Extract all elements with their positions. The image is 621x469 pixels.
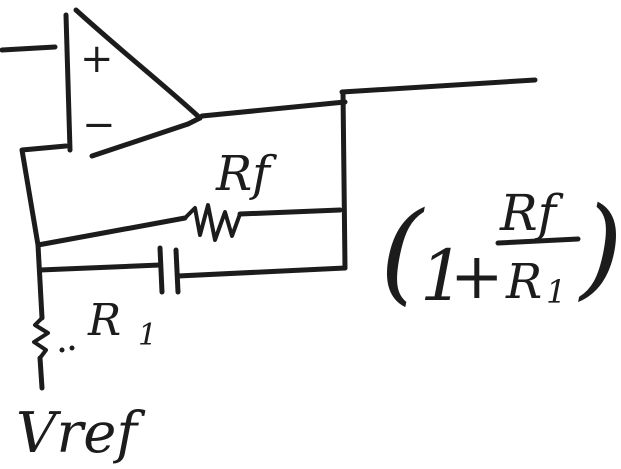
- capacitor-left-wire: [37, 262, 163, 273]
- left-node-wire: [35, 242, 45, 321]
- op-amp-symbol: [63, 7, 203, 159]
- formula-plus: +: [450, 240, 504, 314]
- input-resistor-symbol: [32, 316, 50, 360]
- formula-one: 1: [420, 235, 465, 317]
- feedback-right-wire: [237, 207, 343, 217]
- minus-terminal-label: −: [82, 102, 116, 148]
- inverting-input-wire: [19, 143, 69, 248]
- ink-dot: [69, 345, 75, 351]
- capacitor-plate-right: [173, 247, 181, 295]
- capacitor-right-wire: [175, 265, 348, 279]
- feedback-resistor-symbol: [183, 203, 242, 242]
- reference-voltage-label: Vref: [16, 401, 146, 466]
- ink-dot: [59, 347, 65, 353]
- output-node-vertical: [340, 89, 348, 271]
- gain-formula: ( 1 + Rf R 1 ): [380, 183, 621, 317]
- formula-fraction-bar: [495, 236, 581, 246]
- capacitor-plate-left: [157, 245, 165, 295]
- input-wire: [0, 44, 58, 53]
- feedback-resistor-label: Rf: [215, 146, 277, 202]
- input-resistor-subscript: 1: [138, 318, 157, 353]
- vref-wire: [37, 355, 45, 391]
- plus-terminal-label: +: [80, 36, 114, 82]
- formula-open-paren: (: [380, 188, 425, 316]
- feedback-upper-wire: [35, 215, 188, 248]
- input-resistor-label: R: [87, 295, 121, 346]
- formula-close-paren: ): [578, 183, 621, 311]
- formula-denominator: R: [505, 254, 542, 310]
- formula-denominator-subscript: 1: [546, 273, 566, 311]
- output-wire: [199, 77, 538, 119]
- formula-numerator: Rf: [499, 184, 564, 242]
